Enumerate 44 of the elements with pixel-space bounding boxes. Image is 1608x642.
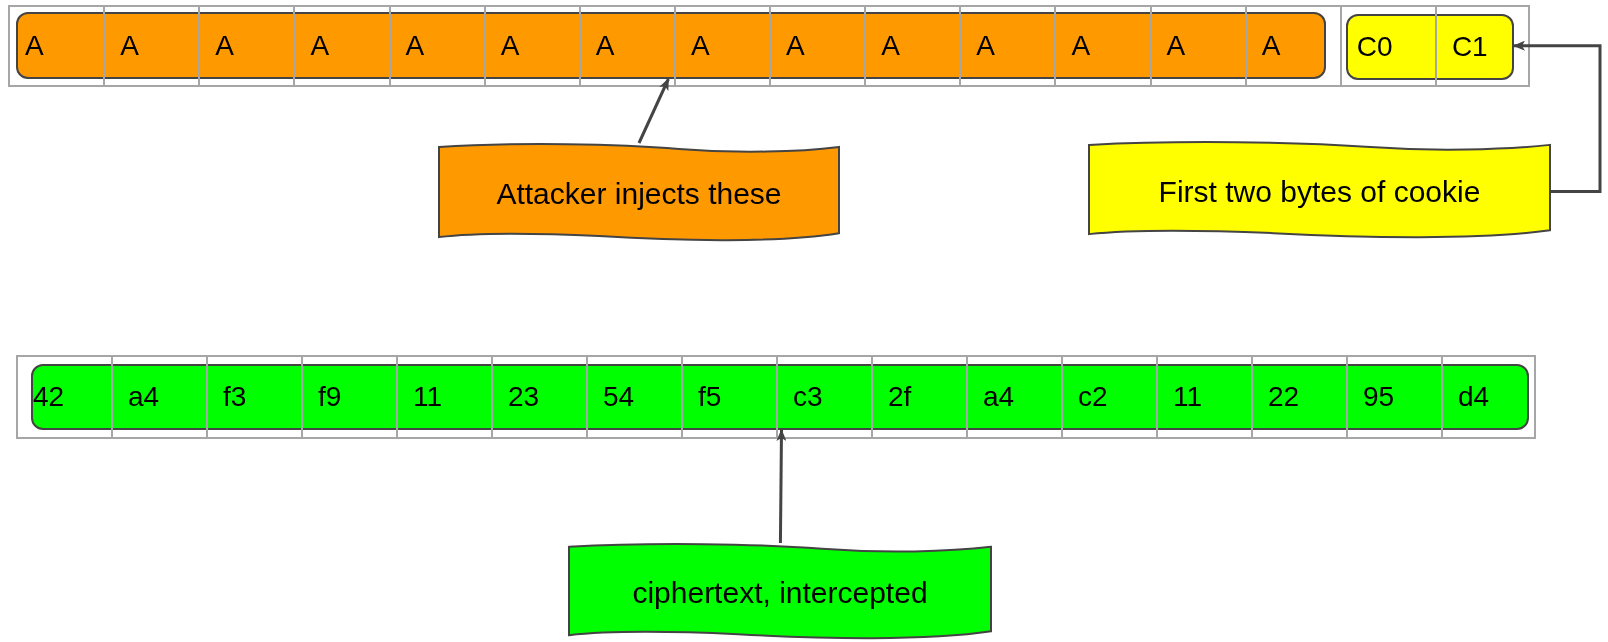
- callout-banner: [439, 143, 839, 241]
- byte-bar: [16, 12, 1326, 79]
- byte-value: A: [215, 29, 234, 62]
- byte-value: a4: [983, 381, 1015, 413]
- byte-value: A: [120, 29, 139, 62]
- byte-value: 11: [1173, 381, 1203, 413]
- byte-value: A: [690, 29, 710, 62]
- byte-value: A: [500, 29, 520, 62]
- byte-value: C0: [1356, 31, 1393, 63]
- callout-text: First two bytes of cookie: [1158, 174, 1481, 209]
- byte-value: A: [881, 29, 900, 62]
- byte-value: A: [1166, 29, 1186, 62]
- byte-value: c3: [793, 381, 823, 413]
- byte-value: a4: [128, 381, 160, 413]
- byte-value: c2: [1078, 381, 1108, 413]
- arrow: [1513, 40, 1602, 193]
- byte-value: A: [786, 29, 805, 62]
- arrow: [776, 429, 787, 543]
- byte-value: 2f: [888, 381, 912, 413]
- byte-value: f5: [698, 381, 722, 413]
- arrow: [637, 78, 670, 144]
- byte-value: d4: [1458, 381, 1490, 413]
- byte-bar: [31, 364, 1529, 430]
- byte-bar: [1346, 14, 1514, 80]
- callout-banner: [569, 543, 991, 639]
- byte-value: 23: [508, 381, 540, 413]
- byte-value: 95: [1363, 381, 1395, 413]
- byte-value: A: [1071, 29, 1091, 62]
- callout-banner: [1089, 141, 1550, 238]
- byte-value: 42: [33, 381, 65, 413]
- byte-value: A: [310, 29, 330, 62]
- callout-text: ciphertext, intercepted: [632, 576, 928, 610]
- byte-value: f9: [318, 381, 342, 413]
- byte-value: A: [25, 29, 44, 62]
- byte-value: 11: [413, 381, 443, 413]
- byte-value: 54: [603, 381, 635, 413]
- byte-value: A: [595, 29, 615, 62]
- byte-value: A: [405, 29, 425, 62]
- byte-value: 22: [1268, 381, 1300, 413]
- byte-value: C1: [1451, 31, 1488, 63]
- byte-value: A: [1261, 29, 1281, 62]
- callout-text: Attacker injects these: [496, 177, 782, 211]
- byte-value: f3: [223, 381, 247, 413]
- byte-value: A: [976, 29, 995, 62]
